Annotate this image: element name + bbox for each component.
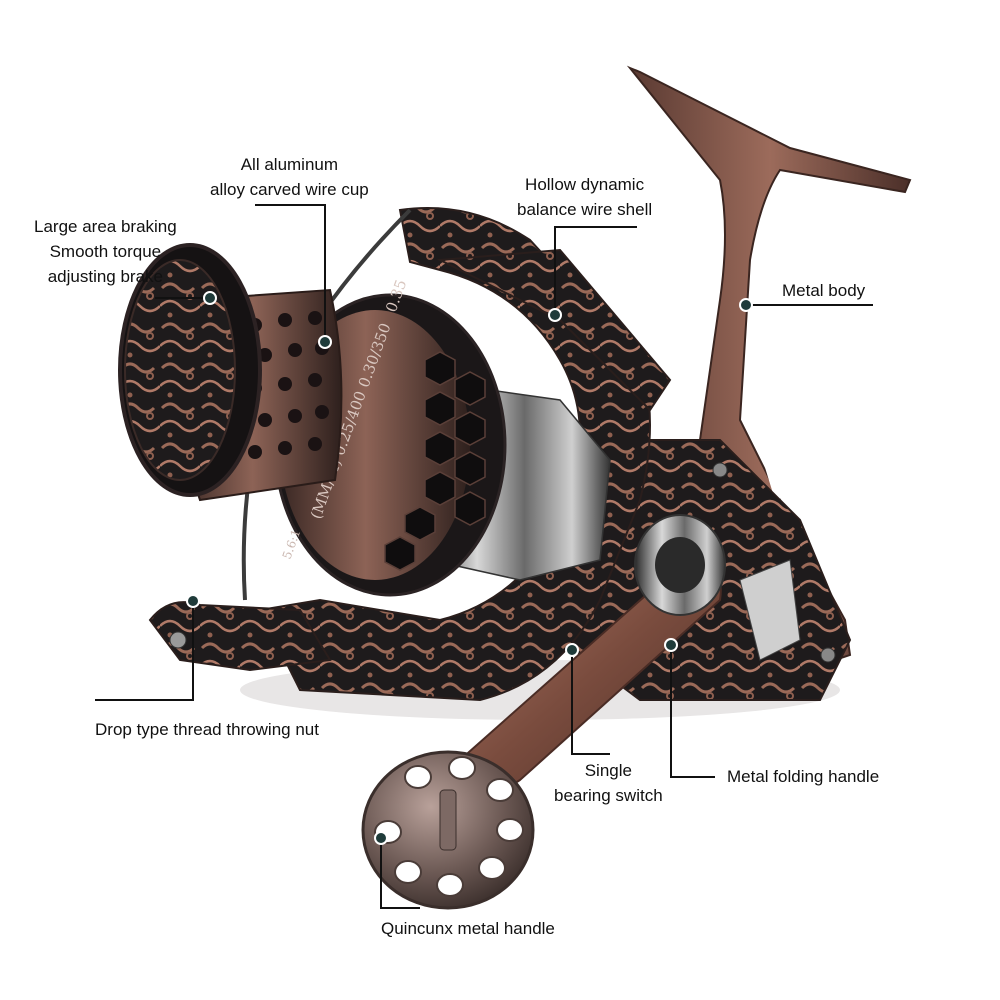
drag-knob: [124, 259, 236, 481]
quincunx-holes: [374, 756, 524, 897]
leader-folding-handle: [670, 645, 715, 778]
callout-wire-shell-line2: balance wire shell: [517, 200, 653, 219]
callout-braking-line2: Smooth torque: [49, 242, 162, 261]
callout-wire-shell: Hollow dynamic balance wire shell: [517, 172, 652, 222]
dot-quincunx: [374, 831, 388, 845]
callout-bearing-switch-line2: bearing switch: [554, 786, 663, 805]
throwing-nut-screw: [169, 631, 187, 649]
dot-metal-body: [739, 298, 753, 312]
callout-braking-line3: adjusting brake: [47, 267, 164, 286]
dot-braking: [203, 291, 217, 305]
callout-bearing-switch: Single bearing switch: [554, 758, 663, 808]
line-roller-arm: [436, 248, 672, 412]
dot-wire-shell: [548, 308, 562, 322]
callout-quincunx-handle: Quincunx metal handle: [381, 916, 555, 941]
callout-folding-handle-line1: Metal folding handle: [727, 767, 880, 786]
callout-wire-cup-line1: All aluminum: [240, 155, 339, 174]
leader-wire-cup: [255, 204, 326, 342]
callout-folding-handle: Metal folding handle: [727, 764, 879, 789]
callout-metal-body-line1: Metal body: [782, 281, 866, 300]
callout-bearing-switch-line1: Single: [584, 761, 632, 780]
leader-lines: [95, 204, 873, 909]
callout-braking: Large area braking Smooth torque adjusti…: [34, 214, 177, 289]
body-plate: [739, 559, 801, 661]
dot-bearing-switch: [565, 643, 579, 657]
leader-throwing-nut: [95, 601, 194, 701]
callout-wire-cup: All aluminum alloy carved wire cup: [210, 152, 369, 202]
screw: [820, 647, 836, 663]
callout-throwing-nut-line1: Drop type thread throwing nut: [95, 720, 319, 739]
callout-braking-line1: Large area braking: [34, 217, 177, 236]
callout-quincunx-handle-line1: Quincunx metal handle: [381, 919, 555, 938]
knob-slot: [439, 789, 457, 851]
gear-ratio: 5.6:1: [280, 527, 304, 561]
callout-wire-cup-line2: alloy carved wire cup: [210, 180, 369, 199]
body-cutout: [752, 420, 793, 500]
dot-wire-cup: [318, 335, 332, 349]
dot-throwing-nut: [186, 594, 200, 608]
leader-bearing-switch: [571, 650, 610, 755]
handle-hub-center: [655, 537, 705, 593]
callout-wire-shell-line1: Hollow dynamic: [525, 175, 645, 194]
dot-folding-handle: [664, 638, 678, 652]
leader-quincunx: [380, 838, 420, 909]
screw: [712, 462, 728, 478]
callout-throwing-nut: Drop type thread throwing nut: [95, 717, 319, 742]
callout-metal-body: Metal body: [782, 278, 865, 303]
honeycomb-cutouts: [384, 351, 486, 571]
callout-dots: [186, 291, 753, 845]
leader-wire-shell: [554, 226, 637, 315]
